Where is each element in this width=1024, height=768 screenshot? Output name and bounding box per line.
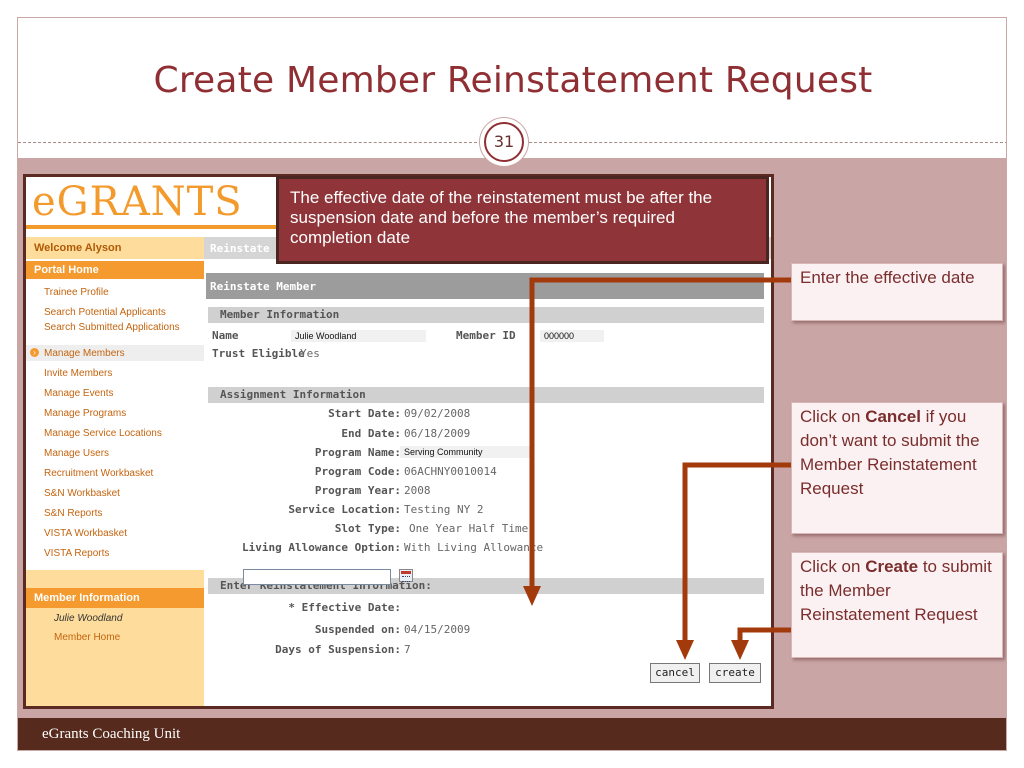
nav-vista-workbasket[interactable]: VISTA Workbasket — [44, 528, 127, 539]
trust-eligible-value: Yes — [300, 347, 320, 360]
nav-vista-reports[interactable]: VISTA Reports — [44, 548, 110, 559]
member-id-label: Member ID — [456, 329, 516, 342]
suspended-on-label: Suspended on: — [314, 623, 401, 636]
nav-sn-reports[interactable]: S&N Reports — [44, 508, 103, 519]
trust-eligible-label: Trust Eligible — [212, 347, 305, 360]
nav-trainee-profile[interactable]: Trainee Profile — [44, 287, 109, 298]
cancel-button[interactable]: cancel — [650, 663, 700, 683]
slide-title: Create Member Reinstatement Request — [153, 60, 873, 101]
footer-text: eGrants Coaching Unit — [42, 726, 181, 742]
callout-create-bold: Create — [865, 557, 919, 576]
callout-cancel-bold: Cancel — [865, 407, 921, 426]
callout-date-rule-text: The effective date of the reinstatement … — [290, 188, 713, 247]
service-location-label: Service Location: — [288, 503, 401, 516]
service-location-value: Testing NY 2 — [404, 503, 484, 516]
living-allowance-label: Living Allowance Option: — [242, 541, 401, 554]
nav-manage-users[interactable]: Manage Users — [44, 448, 110, 459]
nav-search-potential-applicants[interactable]: Search Potential Applicants — [44, 307, 166, 318]
member-information-heading: Member Information — [208, 307, 764, 323]
program-name-value: Serving Community — [400, 446, 530, 458]
living-allowance-value: With Living Allowance — [404, 541, 544, 554]
program-code-value: 06ACHNY0010014 — [404, 465, 497, 478]
program-year-value: 2008 — [404, 484, 431, 497]
start-date-label: Start Date: — [328, 407, 401, 420]
callout-cancel-post: if you don’t want to submit the Member R… — [800, 407, 980, 498]
callout-cancel-pre: Click on — [800, 407, 866, 426]
footer-bar: eGrants Coaching Unit — [18, 718, 1006, 750]
nav-sn-workbasket[interactable]: S&N Workbasket — [44, 488, 120, 499]
days-of-suspension-label: Days of Suspension: — [275, 643, 401, 656]
logo-area: eGRANTS — [26, 177, 286, 237]
callout-date-rule: The effective date of the reinstatement … — [276, 176, 769, 264]
days-of-suspension-value: 7 — [404, 643, 411, 656]
slot-type-label: Slot Type: — [334, 522, 401, 535]
callout-create-pre: Click on — [800, 557, 866, 576]
member-id-value: 000000 — [540, 330, 604, 342]
nav-manage-service-locations[interactable]: Manage Service Locations — [44, 428, 162, 439]
end-date-label: End Date: — [341, 427, 401, 440]
callout-create: Click on Create to submit the Member Rei… — [791, 552, 1003, 658]
program-code-label: Program Code: — [314, 465, 401, 478]
section-header: Reinstate Member — [206, 273, 764, 299]
nav-manage-programs[interactable]: Manage Programs — [44, 408, 127, 419]
welcome-text: Welcome Alyson — [26, 237, 204, 259]
effective-date-label: * Effective Date: — [288, 601, 401, 614]
arrow-right-icon: › — [30, 348, 39, 357]
nav-manage-members[interactable]: Manage Members — [44, 348, 125, 359]
callout-enter-date-text: Enter the effective date — [800, 268, 975, 287]
app-content: Reinstate M Reinstate Member Member Info… — [204, 237, 771, 706]
slot-type-value: One Year Half Time — [409, 522, 529, 535]
name-value: Julie Woodland — [291, 330, 426, 342]
section-title: Reinstate Member — [210, 280, 316, 293]
calendar-icon[interactable] — [399, 569, 413, 582]
suspended-on-value: 04/15/2009 — [404, 623, 471, 636]
nav-invite-members[interactable]: Invite Members — [44, 368, 113, 379]
nav-recruitment-workbasket[interactable]: Recruitment Workbasket — [44, 468, 154, 479]
slide-number: 31 — [484, 122, 524, 162]
egrants-logo: eGRANTS — [32, 179, 243, 225]
assignment-information-heading: Assignment Information — [208, 387, 764, 403]
end-date-value: 06/18/2009 — [404, 427, 471, 440]
app-sidebar: eGRANTS Welcome Alyson Portal Home Train… — [26, 177, 286, 706]
callout-cancel: Click on Cancel if you don’t want to sub… — [791, 402, 1003, 534]
member-name: Julie Woodland — [54, 613, 123, 624]
slide: Create Member Reinstatement Request 31 e… — [17, 17, 1007, 751]
program-name-label: Program Name: — [314, 446, 401, 459]
create-button[interactable]: create — [709, 663, 761, 683]
portal-home-link[interactable]: Portal Home — [26, 261, 204, 279]
member-home-link[interactable]: Member Home — [54, 632, 121, 643]
callout-create-post: to submit the Member Reinstatement Reque… — [800, 557, 992, 624]
program-year-label: Program Year: — [314, 484, 401, 497]
name-label: Name — [212, 329, 239, 342]
member-info-heading: Member Information — [26, 588, 204, 608]
nav-manage-events[interactable]: Manage Events — [44, 388, 114, 399]
breadcrumb: Reinstate M — [210, 242, 283, 255]
effective-date-input[interactable] — [243, 569, 391, 585]
callout-enter-date: Enter the effective date — [791, 263, 1003, 321]
nav-search-submitted-applications[interactable]: Search Submitted Applications — [44, 322, 180, 333]
logo-underline — [26, 225, 286, 229]
nav-active-row: › — [26, 345, 204, 361]
start-date-value: 09/02/2008 — [404, 407, 471, 420]
